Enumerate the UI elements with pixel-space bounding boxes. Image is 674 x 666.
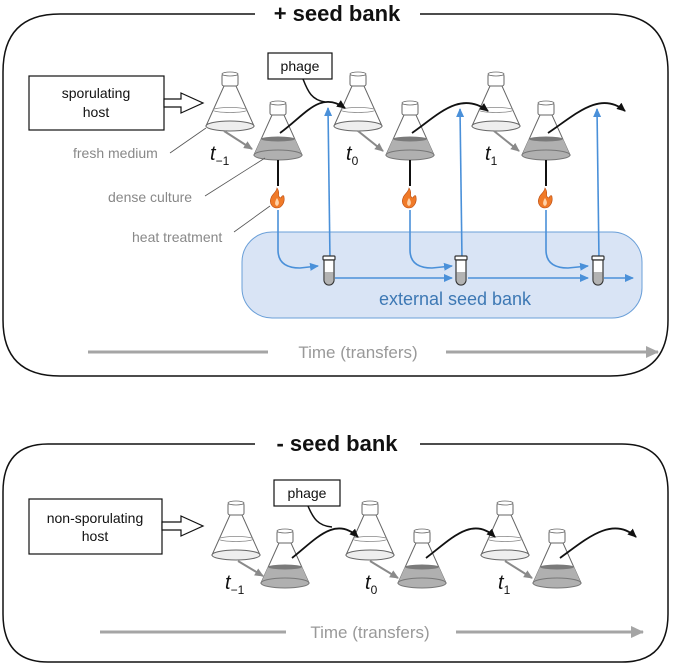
fresh-medium-leader	[169, 127, 207, 154]
t-label: t0	[365, 572, 378, 597]
seed-return-arrow	[593, 108, 602, 261]
fresh-flask-t0	[333, 71, 383, 132]
spore-deposit-arrow	[277, 210, 319, 271]
host-label-line2: host	[82, 528, 109, 544]
dense-flask-t1	[532, 528, 582, 589]
host-arrow-icon	[163, 92, 205, 114]
t-label: t−1	[225, 572, 245, 597]
tube-icon	[591, 255, 605, 286]
host-box: sporulating host	[28, 75, 165, 131]
transfer-arrow	[357, 130, 384, 152]
spore-deposit-arrow	[545, 210, 589, 271]
phage-pointer	[307, 505, 333, 528]
transfer-arrow	[504, 560, 533, 579]
top-panel-frame	[2, 13, 669, 377]
t-label: t−1	[210, 143, 230, 168]
t-label: t1	[498, 572, 511, 597]
host-label-line2: host	[83, 104, 110, 120]
phage-transfer-arrow	[279, 100, 346, 134]
bottom-panel: - seed bank non-sporulating host phage t…	[2, 431, 669, 663]
transfer-arrow	[237, 560, 264, 577]
heat-treatment-leader	[233, 205, 271, 233]
dense-flask-t0	[397, 528, 447, 589]
spore-deposit-arrow	[409, 210, 453, 271]
host-box: non-sporulating host	[28, 498, 163, 555]
fresh-flask-t1	[480, 500, 530, 561]
dense-flask-t-1	[260, 528, 310, 589]
flame-icon	[537, 187, 553, 209]
phage-box: phage	[267, 52, 333, 80]
bottom-panel-title: - seed bank	[276, 431, 398, 456]
dense-culture-leader	[204, 157, 266, 197]
host-arrow-icon	[161, 515, 205, 537]
dense-flask-t1	[521, 100, 571, 161]
fresh-flask-t1	[471, 71, 521, 132]
transfer-arrow	[223, 130, 253, 150]
tube-icon	[322, 255, 336, 286]
phage-box: phage	[273, 479, 341, 507]
top-panel-title: + seed bank	[274, 1, 401, 26]
t-label: t1	[485, 143, 498, 168]
fresh-flask-t0	[345, 500, 395, 561]
fresh-flask-t-1	[205, 71, 255, 132]
phage-label: phage	[281, 58, 320, 74]
time-label: Time (transfers)	[310, 623, 429, 642]
time-label: Time (transfers)	[298, 343, 417, 362]
flame-icon	[269, 187, 285, 209]
heat-treatment-label: heat treatment	[132, 229, 222, 245]
top-panel: + seed bank sporulating host phage t−1 t…	[2, 1, 669, 377]
external-seed-bank	[241, 231, 643, 319]
transfer-arrow	[369, 560, 399, 579]
phage-transfer-arrow	[425, 527, 496, 559]
host-label-line1: non-sporulating	[47, 510, 144, 526]
host-label-line1: sporulating	[62, 85, 131, 101]
fresh-medium-label: fresh medium	[73, 145, 158, 161]
seed-bank-label: external seed bank	[379, 289, 532, 309]
phage-transfer-arrow	[559, 527, 637, 559]
dense-flask-t0	[385, 100, 435, 161]
seed-return-arrow	[324, 107, 333, 261]
phage-pointer	[302, 78, 326, 103]
phage-transfer-arrow	[411, 102, 489, 134]
fresh-flask-t-1	[211, 500, 261, 561]
dense-culture-label: dense culture	[108, 189, 192, 205]
bottom-panel-frame	[2, 443, 669, 663]
dense-flask-t-1	[253, 100, 303, 161]
seed-return-arrow	[456, 108, 465, 261]
t-label: t0	[346, 143, 359, 168]
tube-icon	[454, 255, 468, 286]
phage-transfer-arrow	[291, 527, 359, 559]
transfer-arrow	[493, 130, 520, 152]
phage-label: phage	[288, 485, 327, 501]
flame-icon	[401, 187, 417, 209]
phage-transfer-arrow	[547, 102, 626, 134]
